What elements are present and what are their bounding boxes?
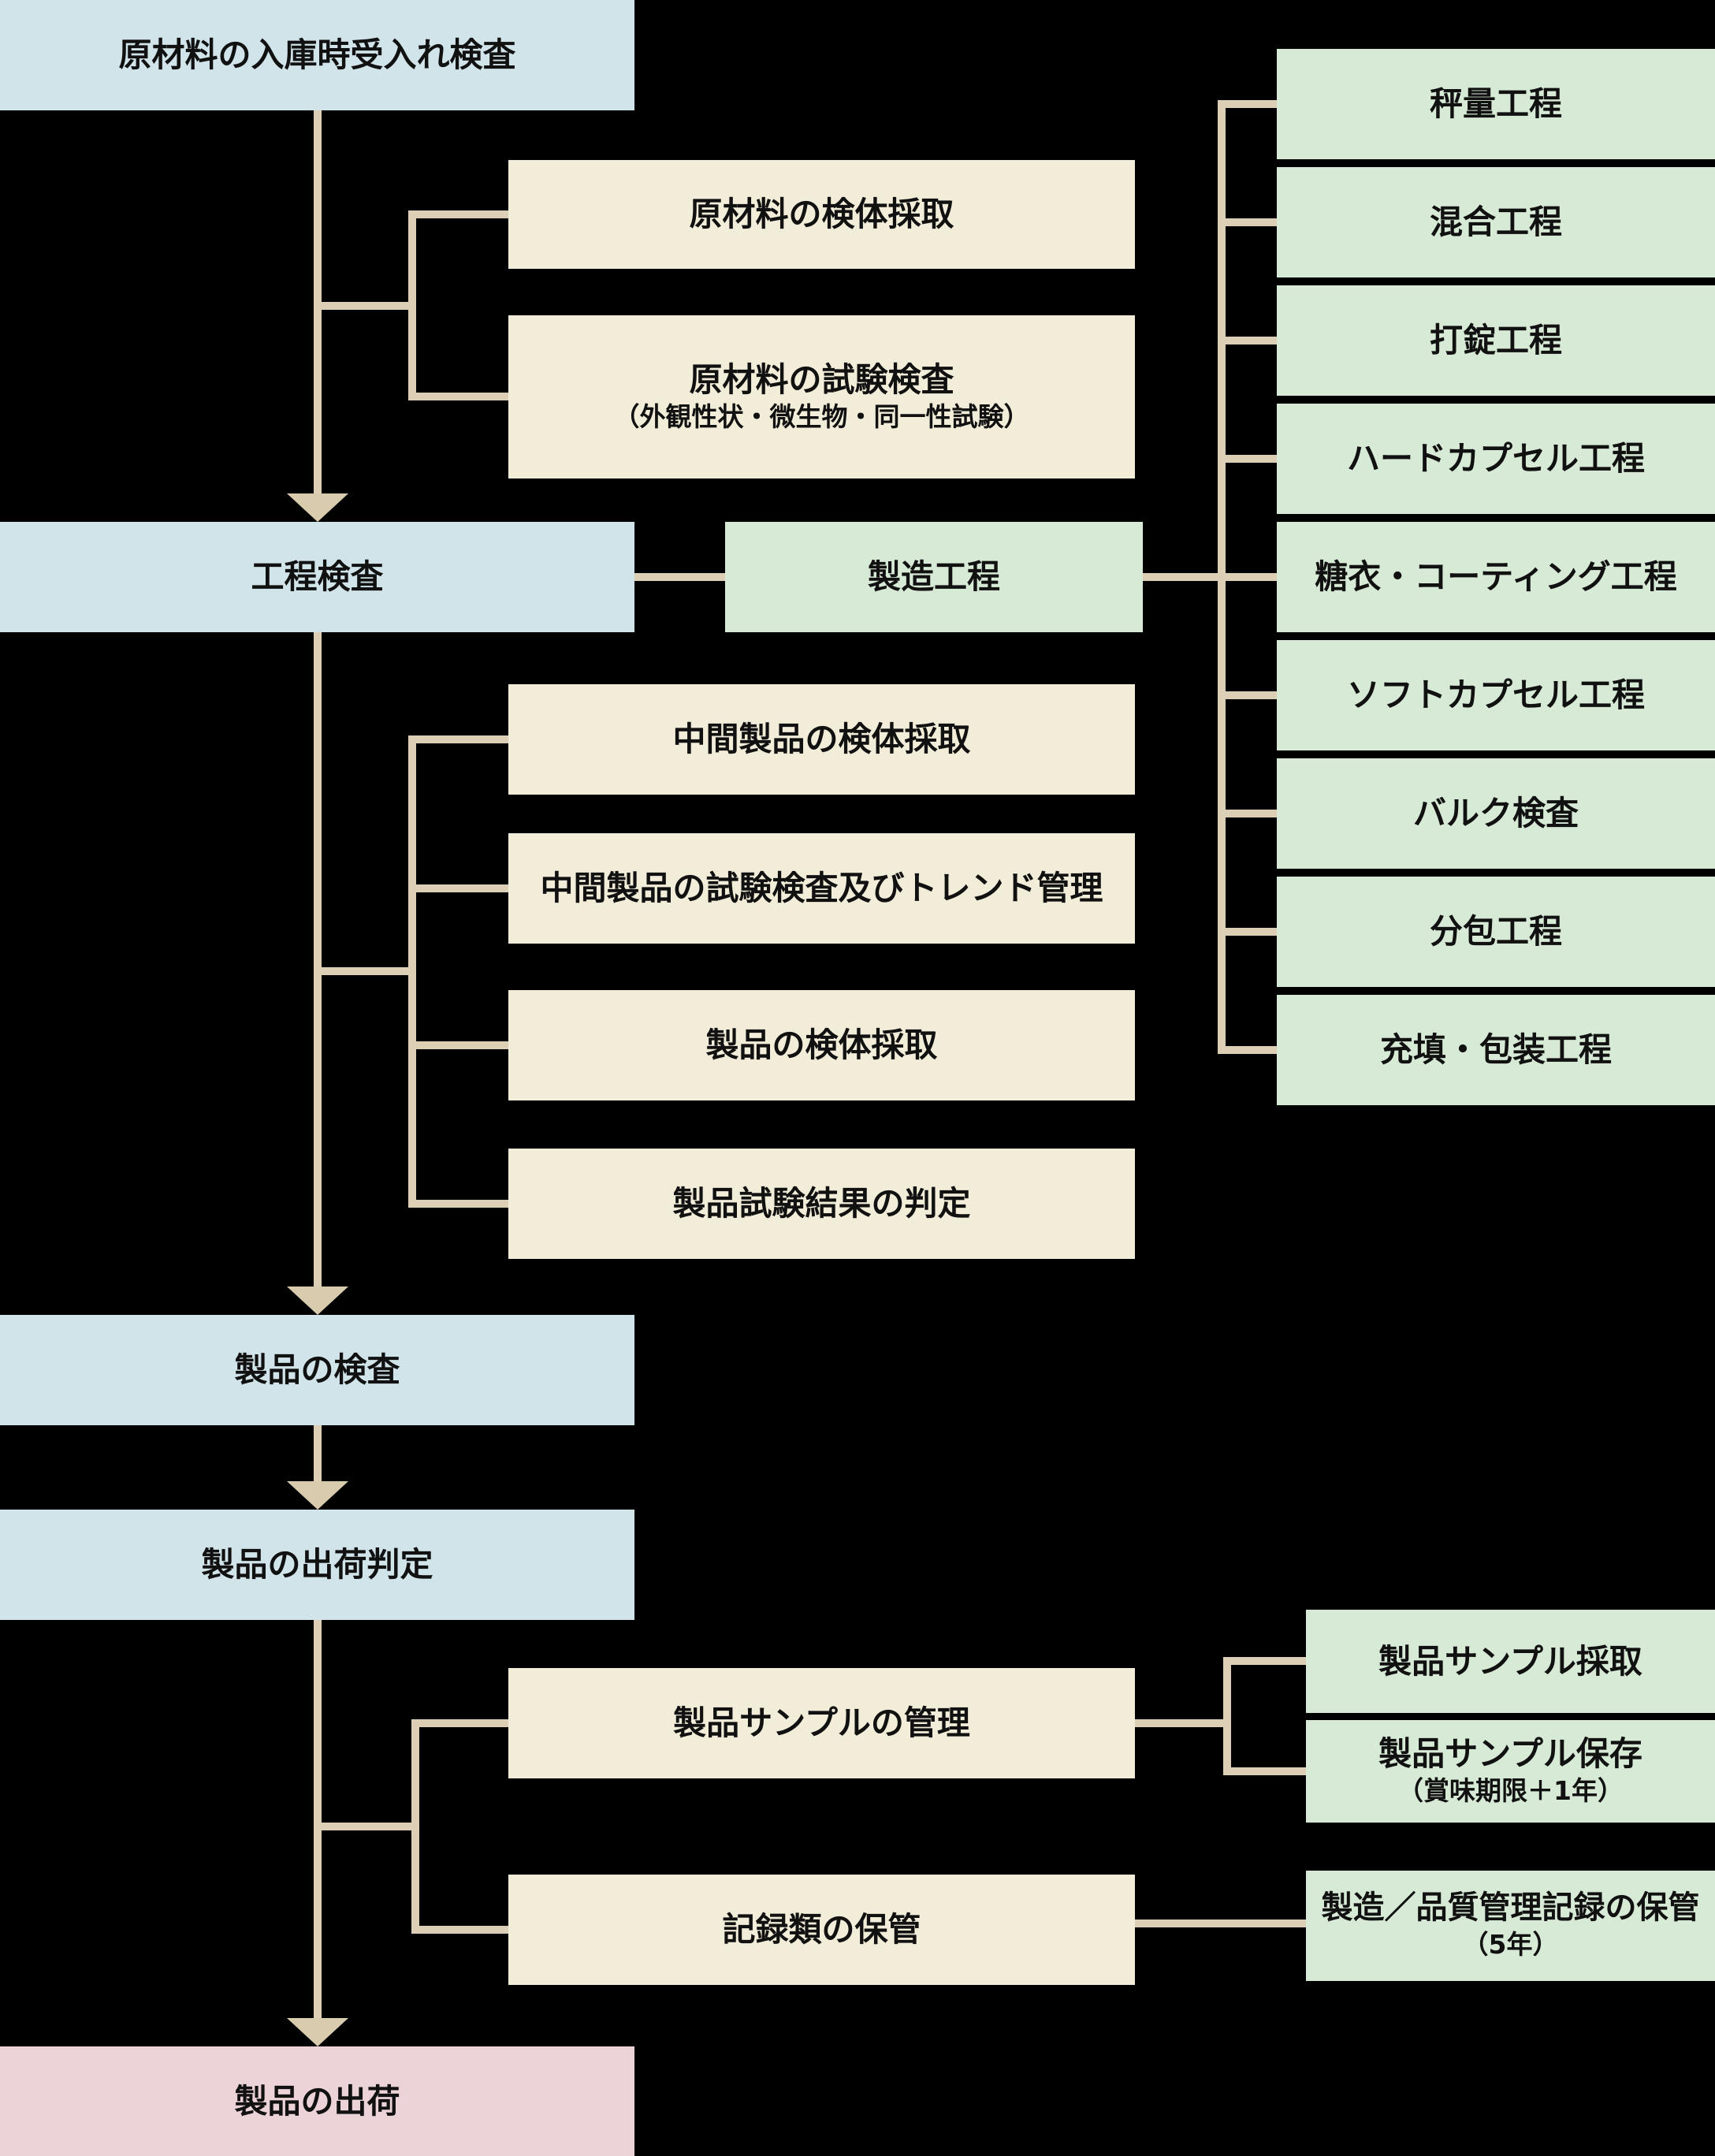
node-label: 中間製品の検体採取 — [672, 720, 971, 759]
connector-postjudgment-stub-2 — [411, 1926, 508, 1934]
connector-inprocess-stub-2 — [408, 884, 508, 892]
node-raw-material-testing: 原材料の試験検査 （外観性状・微生物・同一性試験） — [508, 315, 1135, 478]
node-step-filling-packaging: 充填・包装工程 — [1277, 995, 1715, 1105]
node-raw-material-sampling: 原材料の検体採取 — [508, 160, 1135, 269]
node-label: ソフトカプセル工程 — [1346, 676, 1645, 715]
node-product-sample-retention: 製品サンプル保存 （賞味期限＋1年） — [1306, 1720, 1715, 1823]
node-records-storage: 記録類の保管 — [508, 1875, 1135, 1985]
node-label: バルク検査 — [1412, 794, 1579, 833]
connector-rawbranch-stub-2 — [408, 393, 508, 400]
node-label: ハードカプセル工程 — [1346, 439, 1645, 478]
node-sublabel: （5年） — [1462, 1929, 1559, 1961]
connector-inprocess-feed — [314, 967, 415, 975]
node-label: 製造／品質管理記録の保管 — [1321, 1890, 1700, 1927]
connector-inprocess-stub-3 — [408, 1041, 508, 1049]
node-label: 製品サンプル採取 — [1378, 1641, 1642, 1681]
connector-step-stub-8 — [1218, 928, 1277, 936]
node-step-mixing: 混合工程 — [1277, 167, 1715, 277]
connector-inprocess-stub-4 — [408, 1200, 508, 1208]
node-label: 原材料の試験検査 — [689, 359, 954, 399]
node-product-test-judgment: 製品試験結果の判定 — [508, 1149, 1135, 1259]
connector-sample-feed — [1135, 1719, 1227, 1727]
node-step-tableting: 打錠工程 — [1277, 285, 1715, 396]
node-product-sample-collection: 製品サンプル採取 — [1306, 1610, 1715, 1713]
node-label: 製品の出荷 — [234, 2081, 400, 2121]
node-label: 充填・包装工程 — [1379, 1030, 1612, 1070]
node-product-sampling: 製品の検体採取 — [508, 990, 1135, 1100]
node-label: 製品サンプル保存 — [1378, 1734, 1642, 1774]
connector-spine-4 — [314, 1620, 322, 2020]
flow-arrowhead-icon — [287, 493, 348, 522]
node-step-soft-capsule: ソフトカプセル工程 — [1277, 640, 1715, 750]
node-manufacturing-process: 製造工程 — [725, 522, 1143, 632]
connector-sample-stub-2 — [1223, 1767, 1306, 1775]
flow-arrowhead-icon — [287, 2018, 348, 2046]
node-label: 製品サンプルの管理 — [673, 1704, 970, 1743]
node-label: 製造工程 — [867, 557, 1000, 597]
node-step-hard-capsule: ハードカプセル工程 — [1277, 404, 1715, 514]
node-label: 原材料の検体採取 — [689, 195, 954, 234]
node-label: 混合工程 — [1429, 203, 1562, 242]
node-step-bulk-inspection: バルク検査 — [1277, 758, 1715, 869]
node-label: 工程検査 — [251, 557, 384, 597]
connector-postjudgment-feed — [314, 1823, 419, 1830]
connector-manufacturing-feed — [1143, 573, 1226, 581]
connector-spine-2 — [314, 632, 322, 1288]
node-intermediate-testing-trend: 中間製品の試験検査及びトレンド管理 — [508, 833, 1135, 944]
node-label: 分包工程 — [1429, 912, 1562, 951]
connector-inspection-manufacturing — [634, 573, 725, 581]
connector-step-stub-1 — [1218, 100, 1277, 108]
connector-postjudgment-vertical — [411, 1719, 419, 1934]
connector-rawbranch-stub-1 — [408, 210, 508, 218]
connector-step-stub-7 — [1218, 810, 1277, 817]
node-label: 記録類の保管 — [722, 1910, 921, 1949]
node-label: 秤量工程 — [1429, 84, 1562, 124]
node-intermediate-sampling: 中間製品の検体採取 — [508, 684, 1135, 795]
connector-postjudgment-stub-1 — [411, 1719, 508, 1727]
connector-inprocess-vertical — [408, 735, 416, 1208]
node-product-inspection: 製品の検査 — [0, 1315, 634, 1425]
connector-spine-3 — [314, 1425, 322, 1483]
node-label: 原材料の入庫時受入れ検査 — [118, 35, 516, 75]
connector-step-stub-5 — [1218, 573, 1277, 581]
node-label: 中間製品の試験検査及びトレンド管理 — [540, 869, 1103, 908]
node-label: 製品の出荷判定 — [201, 1545, 433, 1584]
node-step-sugar-coating: 糖衣・コーティング工程 — [1277, 522, 1715, 632]
connector-rawbranch-feed — [314, 302, 415, 310]
flow-arrowhead-icon — [287, 1481, 348, 1510]
node-sublabel: （賞味期限＋1年） — [1397, 1775, 1624, 1807]
node-product-shipping-judgment: 製品の出荷判定 — [0, 1510, 634, 1620]
node-label: 製品試験結果の判定 — [672, 1184, 971, 1223]
node-step-weighing: 秤量工程 — [1277, 49, 1715, 159]
node-manufacturing-qc-record-retention: 製造／品質管理記録の保管 （5年） — [1306, 1871, 1715, 1981]
connector-step-stub-6 — [1218, 691, 1277, 699]
connector-step-stub-4 — [1218, 455, 1277, 463]
flow-arrowhead-icon — [287, 1287, 348, 1315]
node-process-inspection: 工程検査 — [0, 522, 634, 632]
connector-step-stub-2 — [1218, 218, 1277, 226]
node-product-shipping: 製品の出荷 — [0, 2046, 634, 2156]
connector-step-stub-3 — [1218, 337, 1277, 344]
node-step-sachet-packing: 分包工程 — [1277, 877, 1715, 987]
node-label: 製品の検査 — [234, 1350, 400, 1390]
node-label: 打錠工程 — [1429, 321, 1562, 360]
connector-rawbranch-vertical — [408, 210, 416, 400]
connector-inprocess-stub-1 — [408, 735, 508, 743]
node-product-sample-management: 製品サンプルの管理 — [508, 1668, 1135, 1778]
connector-sample-stub-1 — [1223, 1657, 1306, 1665]
connector-sample-vertical — [1223, 1657, 1231, 1775]
node-raw-material-receiving-inspection: 原材料の入庫時受入れ検査 — [0, 0, 634, 110]
connector-records-retention — [1135, 1920, 1306, 1927]
node-label: 製品の検体採取 — [705, 1026, 938, 1065]
node-sublabel: （外観性状・微生物・同一性試験） — [613, 400, 1030, 432]
connector-step-stub-9 — [1218, 1046, 1277, 1054]
node-label: 糖衣・コーティング工程 — [1315, 557, 1677, 597]
